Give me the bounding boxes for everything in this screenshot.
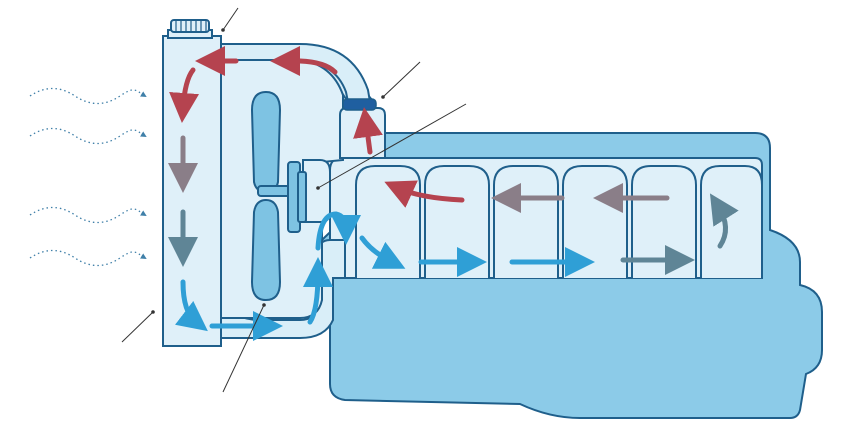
leader-lines [121, 7, 467, 393]
leader-radiator [121, 311, 154, 343]
coolant-flow-arrows [168, 46, 739, 341]
hot-flow-arrow [169, 67, 200, 123]
fan-blade [250, 90, 282, 194]
cold-flow-arrow [302, 257, 333, 325]
airflow-line [29, 249, 147, 267]
radiator-cap [170, 19, 210, 33]
leader-thermostat [382, 61, 421, 98]
airflow-line [29, 87, 147, 105]
cold-flow-arrow [174, 279, 208, 332]
cool-flow-arrow [709, 193, 739, 249]
radiator-cap-ridges [175, 21, 207, 31]
thermostat-housing [339, 107, 386, 159]
radiator [162, 35, 222, 347]
cold-flow-arrow [315, 211, 361, 251]
hot-flow-arrow [384, 180, 465, 208]
leader-water-pump [317, 103, 467, 189]
thermostat-cap [342, 98, 377, 111]
cold-flow-arrow [359, 235, 406, 269]
cylinder [700, 165, 763, 278]
airflow-lines [29, 87, 147, 267]
airflow-line [29, 206, 147, 224]
leader-fan [222, 304, 265, 393]
fan [250, 90, 307, 302]
hot-flow-arrow [270, 46, 338, 76]
leader-radiator-cap [222, 7, 239, 31]
water-pump-body [302, 159, 331, 223]
fan-pulley [297, 171, 307, 223]
airflow-line [29, 127, 147, 145]
hot-flow-arrow [353, 107, 383, 155]
fan-blade [250, 198, 282, 302]
